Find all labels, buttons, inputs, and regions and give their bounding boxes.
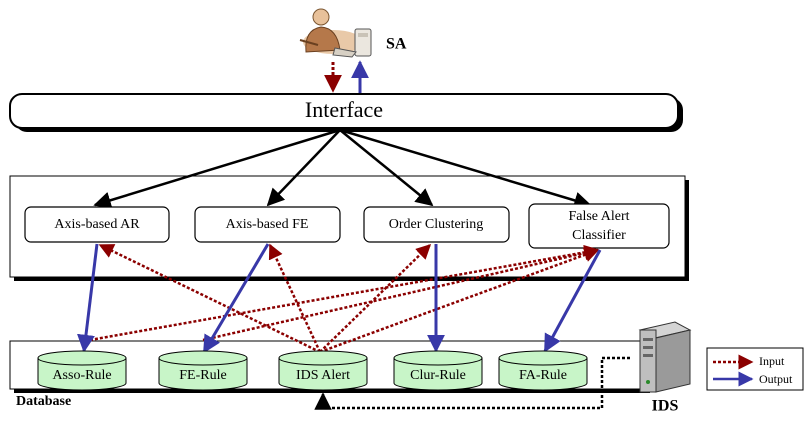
legend-output-label: Output <box>759 372 793 386</box>
db-label: FA-Rule <box>519 368 567 383</box>
module-label: Axis-based AR <box>54 217 140 232</box>
db-label: IDS Alert <box>296 368 350 383</box>
interface-to-module-arrows <box>93 128 592 209</box>
module-order-clustering: Order Clustering <box>363 206 510 243</box>
db-label: Asso-Rule <box>52 368 111 383</box>
module-label: Classifier <box>572 228 626 243</box>
database-label: Database <box>16 394 71 409</box>
module-label: Order Clustering <box>389 217 483 232</box>
db-ids-alert: IDS Alert <box>278 350 368 391</box>
ids-label: IDS <box>652 398 679 415</box>
module-false-alert-classifier: False Alert Classifier <box>528 203 670 249</box>
module-label: Axis-based FE <box>226 217 309 232</box>
db-fa-rule: FA-Rule <box>498 350 588 391</box>
module-label: False Alert <box>568 209 629 224</box>
actor-label: SA <box>386 36 407 53</box>
ids-feed-arrow <box>314 356 630 410</box>
db-label: FE-Rule <box>179 368 226 383</box>
db-asso-rule: Asso-Rule <box>37 350 127 391</box>
interface-label: Interface <box>305 97 383 122</box>
db-clur-rule: Clur-Rule <box>393 350 483 391</box>
module-axis-based-fe: Axis-based FE <box>194 206 341 243</box>
person-at-computer-icon <box>299 8 372 58</box>
interface-bar <box>9 93 679 129</box>
output-arrows <box>77 243 602 354</box>
server-tower-icon <box>638 321 692 393</box>
module-axis-based-ar: Axis-based AR <box>24 206 170 243</box>
legend: Input Output <box>706 347 804 391</box>
input-arrows <box>89 243 600 354</box>
legend-input-label: Input <box>759 354 785 368</box>
db-fe-rule: FE-Rule <box>158 350 248 391</box>
db-label: Clur-Rule <box>410 368 466 383</box>
